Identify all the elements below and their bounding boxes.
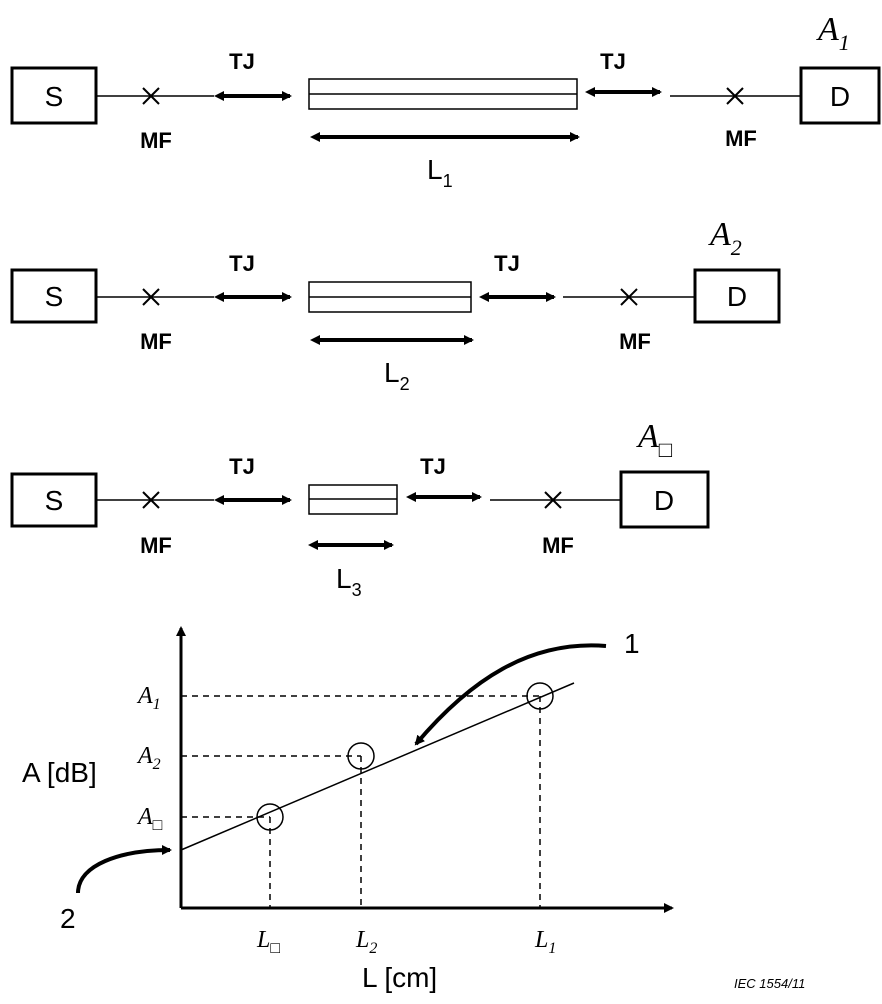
source-label: S [45, 81, 64, 112]
mode-filter-label: MF [140, 533, 172, 558]
joint-label: TJ [229, 49, 255, 74]
source-box [10, 268, 98, 324]
guide-lines [181, 695, 541, 908]
mode-filter-cross [142, 87, 160, 105]
y-tick-label: A1 [136, 683, 161, 713]
attenuation-graph: A [dB] L [cm] A1 A2 A□ L□ L2 L1 1 2 [22, 626, 674, 993]
mode-filter-cross [142, 491, 160, 509]
mode-filter-label: MF [619, 329, 651, 354]
source-label: S [45, 485, 64, 516]
length-label: L3 [336, 563, 362, 600]
x-axis-title: L [cm] [362, 962, 437, 993]
detector-label: D [727, 281, 747, 312]
source-label: S [45, 281, 64, 312]
figure-reference: IEC 1554/11 [734, 976, 805, 991]
x-tick-label: L□ [256, 927, 280, 957]
joint-label: TJ [600, 49, 626, 74]
attenuation-label: A2 [708, 216, 742, 260]
mode-filter-cross [726, 87, 744, 105]
mode-filter-label: MF [542, 533, 574, 558]
mode-filter-label: MF [725, 126, 757, 151]
mode-filter-label: MF [140, 128, 172, 153]
fit-line [180, 682, 575, 851]
detector-box [619, 470, 710, 529]
detector-box [693, 268, 781, 324]
setup-1: S MF TJ L1 TJ MF D A1 [10, 11, 881, 191]
joint-label: TJ [420, 454, 446, 479]
joint-label: TJ [229, 454, 255, 479]
mode-filter-cross [544, 491, 562, 509]
callout-2-arrow [76, 845, 172, 894]
setup-3: S MF TJ L3 TJ MF D A□ [10, 418, 710, 600]
callout-1-label: 1 [624, 628, 640, 659]
detector-label: D [654, 485, 674, 516]
joint-label: TJ [229, 251, 255, 276]
callout-1-arrow [414, 643, 607, 746]
detector-label: D [830, 81, 850, 112]
x-tick-label: L2 [355, 927, 377, 957]
attenuation-label: A□ [636, 418, 672, 462]
callout-2-label: 2 [60, 903, 76, 934]
setup-2: S MF TJ L2 TJ MF D A2 [10, 216, 781, 394]
data-point [526, 682, 554, 710]
source-box [10, 66, 98, 125]
length-label: L2 [384, 357, 410, 394]
y-tick-label: A□ [136, 804, 163, 834]
mode-filter-cross [142, 288, 160, 306]
mode-filter-label: MF [140, 329, 172, 354]
data-point [256, 803, 284, 831]
data-point [347, 742, 375, 770]
y-tick-label: A2 [136, 743, 161, 773]
joint-label: TJ [494, 251, 520, 276]
length-label: L1 [427, 154, 453, 191]
mode-filter-cross [620, 288, 638, 306]
y-axis-title: A [dB] [22, 757, 97, 788]
attenuation-label: A1 [816, 11, 850, 55]
x-tick-label: L1 [534, 927, 556, 957]
detector-box [799, 66, 881, 125]
